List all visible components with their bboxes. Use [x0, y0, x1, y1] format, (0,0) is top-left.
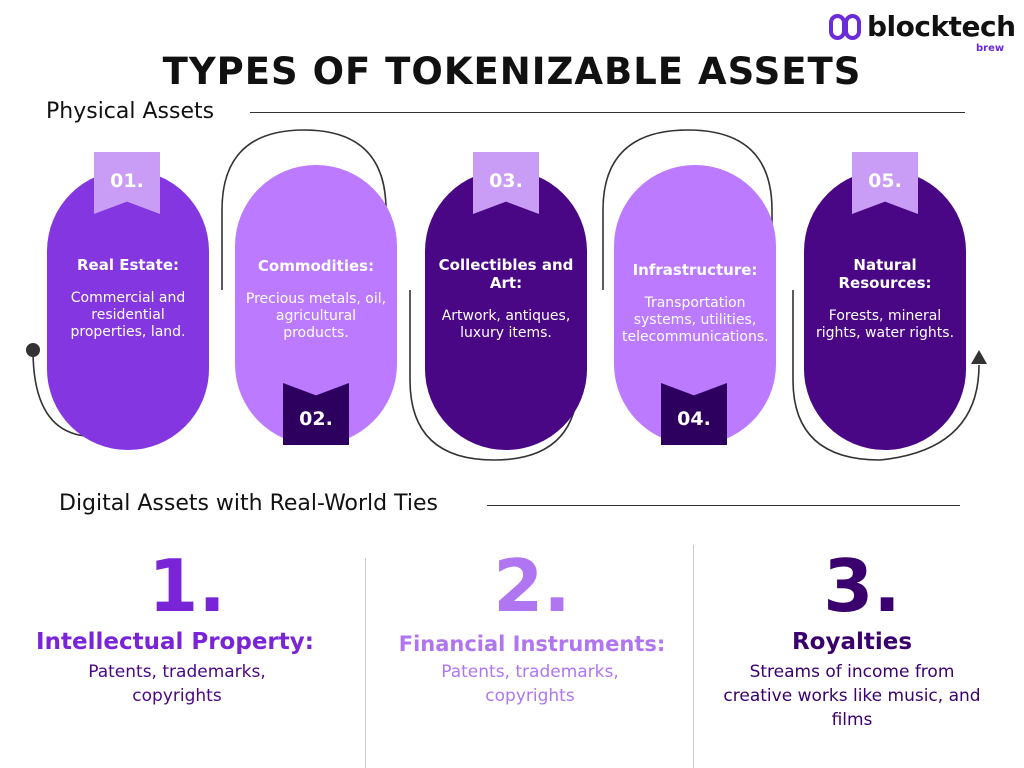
digital-number: 3. [823, 544, 901, 628]
card-heading: Commodities: [257, 257, 375, 275]
card-body: Commercial and residential properties, l… [70, 290, 186, 340]
column-divider [365, 558, 366, 768]
digital-assets-rule [487, 505, 960, 506]
flow-start-dot [26, 343, 40, 357]
card-heading: Real Estate: [76, 256, 180, 274]
digital-body: Streams of income from creative works li… [723, 662, 981, 730]
digital-number: 1. [148, 544, 226, 628]
physical-asset-card: Collectibles and Art: Artwork, antiques,… [425, 170, 587, 450]
card-heading: Natural Resources: [838, 256, 932, 292]
digital-heading: Financial Instruments: [398, 632, 666, 656]
flow-end-arrow-icon [971, 350, 987, 364]
logo-wordmark: blocktech [867, 10, 1016, 43]
digital-number: 2. [493, 544, 571, 628]
card-body: Transportation systems, utilities, telec… [622, 295, 769, 345]
physical-assets-label: Physical Assets [46, 99, 215, 124]
physical-assets-rule [250, 112, 965, 113]
card-body: Forests, mineral rights, water rights. [815, 308, 955, 341]
card-heading: Infrastructure: [632, 261, 758, 279]
page-title: TYPES OF TOKENIZABLE ASSETS [162, 50, 862, 93]
physical-asset-card: Real Estate: Commercial and residential … [47, 170, 209, 450]
digital-assets-label: Digital Assets with Real-World Ties [59, 491, 438, 516]
digital-heading: Royalties [791, 629, 913, 655]
digital-body: Patents, trademarks, copyrights [88, 662, 266, 706]
card-body: Precious metals, oil, agricultural produ… [245, 291, 387, 341]
card-heading: Collectibles and Art: [438, 256, 574, 292]
blocktech-logo-icon [829, 14, 861, 40]
physical-asset-card: Natural Resources: Forests, mineral righ… [804, 170, 966, 450]
card-body: Artwork, antiques, luxury items. [441, 308, 571, 341]
column-divider [693, 545, 694, 768]
brand-logo: blocktech brew [829, 10, 1019, 54]
digital-heading: Intellectual Property: [36, 629, 314, 655]
logo-sub: brew [976, 43, 1005, 54]
digital-body: Patents, trademarks, copyrights [441, 662, 619, 706]
